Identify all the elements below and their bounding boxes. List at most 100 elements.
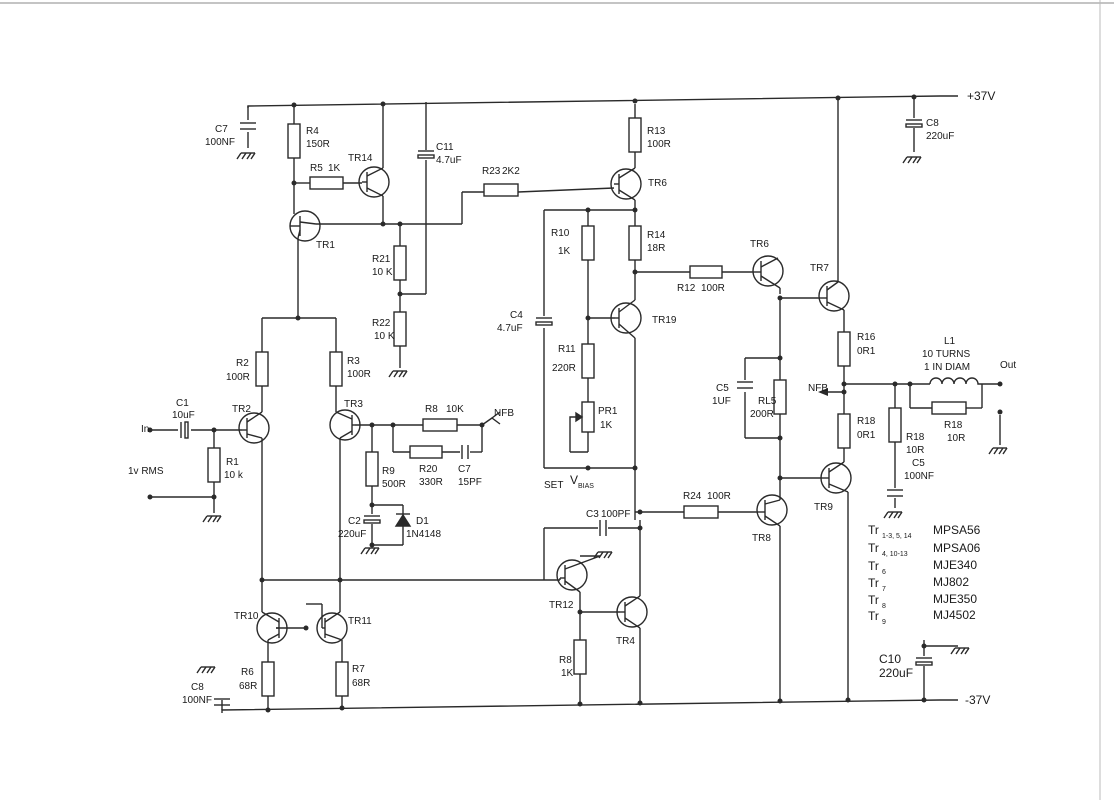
- label-c7-value: 100NF: [205, 137, 235, 148]
- label-tr4: TR4: [616, 636, 635, 647]
- label-r4-value: 150R: [306, 139, 330, 150]
- label-r21-ref: R21: [372, 254, 391, 265]
- label-c11-value: 4.7uF: [436, 155, 462, 166]
- transistor-tr1: [289, 210, 321, 242]
- label-c8b-ref: C8: [191, 682, 204, 693]
- resistor-r18b: [888, 407, 902, 443]
- table-tr-4: Tr: [868, 576, 879, 590]
- label-c3-ref: C3: [586, 509, 599, 520]
- label-l1-ref: L1: [944, 336, 956, 347]
- label-tr7: TR7: [810, 263, 829, 274]
- label-rl5-value: 200R: [750, 409, 774, 420]
- table-part-5: MJE350: [933, 592, 977, 606]
- label-output: Out: [1000, 360, 1016, 371]
- label-r12-value: 100R: [701, 283, 725, 294]
- label-r5-value: 1K: [328, 163, 341, 174]
- resistor-r9: [365, 451, 379, 487]
- label-r14-ref: R14: [647, 230, 666, 241]
- label-r5-ref: R5: [310, 163, 323, 174]
- resistor-r21: [393, 245, 407, 281]
- label-l1-line1: 10 TURNS: [922, 349, 970, 360]
- label-r18-value: 0R1: [857, 430, 876, 441]
- label-r7-value: 68R: [352, 678, 370, 689]
- label-r18c-ref: R18: [944, 420, 963, 431]
- label-r3-value: 100R: [347, 369, 371, 380]
- output-terminal: [997, 409, 1003, 415]
- resistor-r10: [581, 225, 595, 261]
- transistor-tr7: [818, 280, 850, 312]
- capacitor-plates: [180, 119, 933, 706]
- label-tr9: TR9: [814, 502, 833, 513]
- label-tr14: TR14: [348, 153, 373, 164]
- label-tr11: TR11: [348, 616, 372, 627]
- table-sub-6: 9: [882, 619, 886, 626]
- label-r18b-value: 10R: [906, 445, 924, 456]
- nfb-arrow: [490, 411, 501, 425]
- label-tr12: TR12: [549, 600, 574, 611]
- label-r18b-ref: R18: [906, 432, 925, 443]
- label-r20-value: 330R: [419, 477, 443, 488]
- resistor-r11: [581, 343, 595, 379]
- resistor-r4: [287, 123, 301, 159]
- potentiometer-wiper: [569, 411, 584, 452]
- label-c2-ref: C2: [348, 516, 361, 527]
- label-tr8: TR8: [752, 533, 771, 544]
- resistor-r16: [837, 331, 851, 367]
- wiring: [150, 96, 1001, 710]
- transistor-tr2: [238, 411, 270, 444]
- label-r4-ref: R4: [306, 126, 319, 137]
- resistor-r5: [309, 176, 344, 190]
- table-sub-1: 1-3, 5, 14: [882, 533, 912, 540]
- label-r23-ref: R23: [482, 166, 501, 177]
- label-c10-value: 220uF: [879, 666, 913, 680]
- component-labels: C7 100NF R4 150R R5 1K TR14 C11 4.7uF R2…: [128, 118, 1016, 706]
- table-tr-2: Tr: [868, 541, 879, 555]
- transistor-tr12: [556, 555, 601, 593]
- label-r16-value: 0R1: [857, 346, 876, 357]
- transistor-tr4: [616, 595, 648, 629]
- label-c8b-value: 100NF: [182, 695, 212, 706]
- label-r11-value: 220R: [552, 363, 576, 374]
- label-c8-ref: C8: [926, 118, 939, 129]
- label-tr1: TR1: [316, 240, 335, 251]
- label-l1-line2: 1 IN DIAM: [924, 362, 970, 373]
- label-r1-value: 10 k: [224, 470, 244, 481]
- label-c7b-value: 15PF: [458, 477, 482, 488]
- label-r6-ref: R6: [241, 667, 254, 678]
- table-sub-2: 4, 10-13: [882, 551, 908, 558]
- label-tr19: TR19: [652, 315, 677, 326]
- label-tr3: TR3: [344, 399, 363, 410]
- label-c10-ref: C10: [879, 652, 901, 666]
- label-r10-value: 1K: [558, 246, 571, 257]
- label-r10-ref: R10: [551, 228, 570, 239]
- transistor-tr8: [756, 494, 788, 527]
- label-c7-ref: C7: [215, 124, 228, 135]
- table-part-4: MJ802: [933, 575, 969, 589]
- resistor-r1: [207, 447, 221, 483]
- label-rl5-ref: RL5: [758, 396, 777, 407]
- table-sub-5: 8: [882, 603, 886, 610]
- input-terminal: [147, 427, 153, 433]
- input-terminal: [147, 494, 153, 500]
- label-c5b-ref: C5: [912, 458, 925, 469]
- label-r9-value: 500R: [382, 479, 406, 490]
- label-r9-ref: R9: [382, 466, 395, 477]
- diode-d1: [394, 513, 412, 527]
- label-c3-value: 100PF: [601, 509, 630, 520]
- potentiometer-pr1: [581, 401, 595, 433]
- resistor-r8b: [573, 639, 587, 675]
- label-c11-ref: C11: [436, 142, 454, 153]
- label-d1-ref: D1: [416, 516, 429, 527]
- transistor-tr6-driver: [610, 167, 642, 201]
- transistor-tr10: [256, 611, 288, 644]
- label-r16-ref: R16: [857, 332, 876, 343]
- table-tr-1: Tr: [868, 523, 879, 537]
- label-c2-value: 220uF: [338, 529, 366, 540]
- label-r12-ref: R12: [677, 283, 696, 294]
- resistor-rl5: [773, 379, 787, 415]
- label-r22-value: 10 K: [374, 331, 395, 342]
- transistor-tr14: [358, 166, 390, 198]
- resistor-r8: [422, 418, 458, 432]
- label-r2-ref: R2: [236, 358, 249, 369]
